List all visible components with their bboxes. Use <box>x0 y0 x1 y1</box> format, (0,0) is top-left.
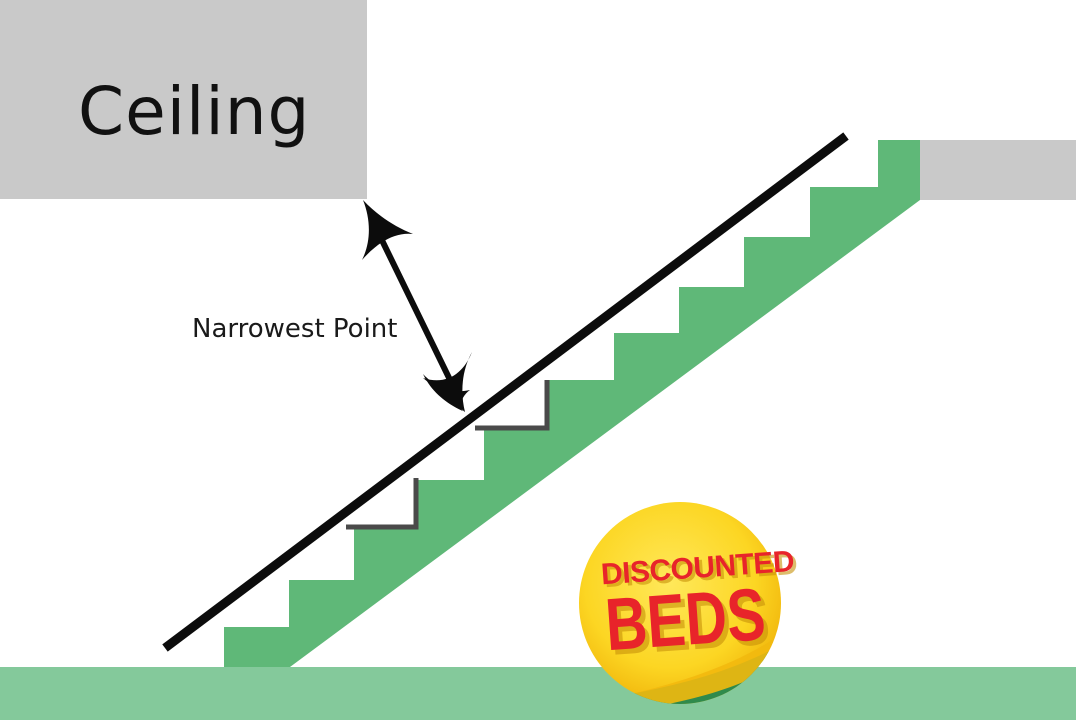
upper-floor-ceiling <box>920 140 1076 200</box>
staircase <box>224 140 920 667</box>
svg-text:BEDS: BEDS <box>607 577 772 671</box>
ceiling-block <box>0 0 367 199</box>
discounted-beds-logo: DISCOUNTED DISCOUNTED BEDS BEDS <box>579 502 798 704</box>
narrowest-point-label: Narrowest Point <box>192 314 397 344</box>
ceiling-label: Ceiling <box>78 73 310 150</box>
badge-line2: BEDS <box>603 572 768 666</box>
step-edge-lower <box>346 478 419 530</box>
double-headed-arrow-icon <box>362 200 472 412</box>
sloped-ceiling-line <box>162 132 849 652</box>
floor <box>0 667 1076 720</box>
step-edge-upper <box>475 380 550 431</box>
